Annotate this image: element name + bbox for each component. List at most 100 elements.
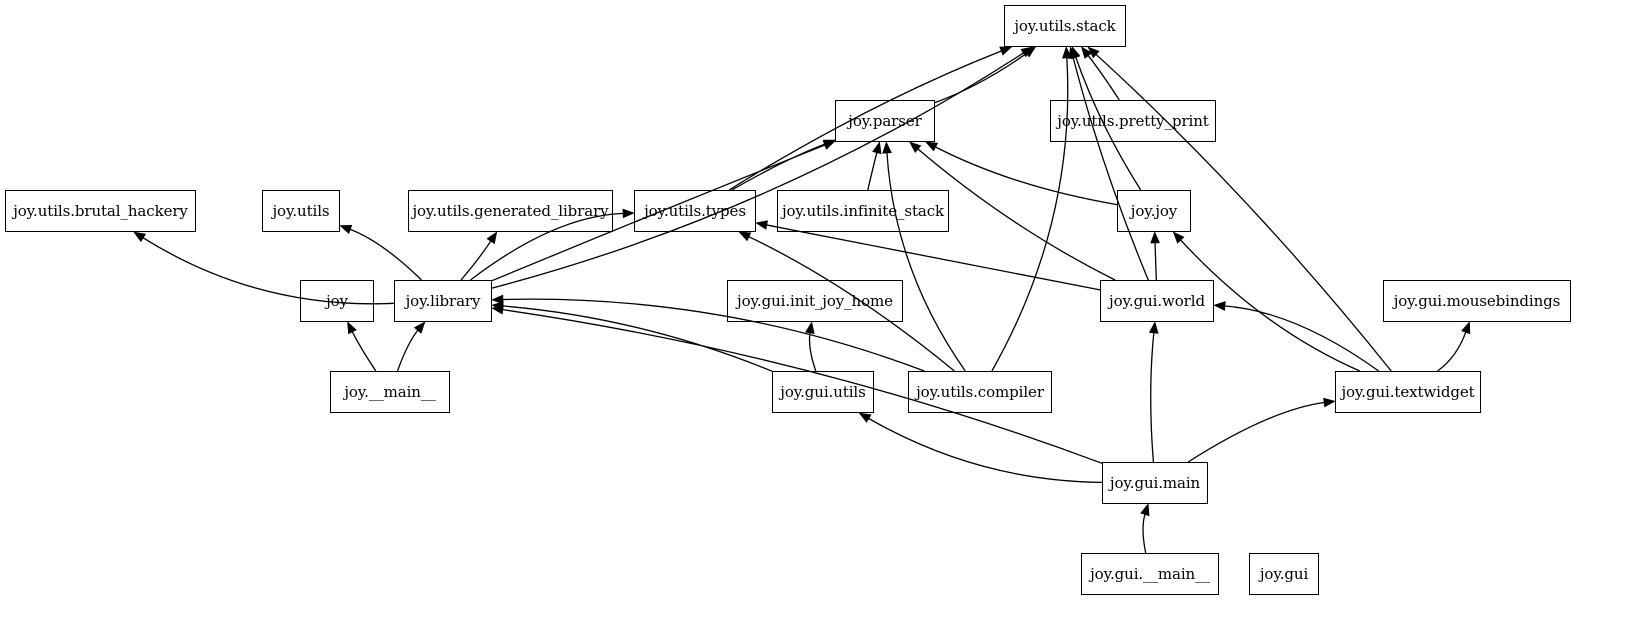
graph-edge-arrowhead-icon [738,231,752,242]
graph-node-label: joy.joy [1130,201,1178,220]
graph-node-label: joy.utils.compiler [916,382,1044,401]
graph-node-label: joy.gui.world [1109,291,1205,310]
graph-edge-joy-utils-compiler-to-joy-parser [886,151,966,372]
graph-edge-arrowhead-icon [347,321,357,335]
graph-edge-arrowhead-icon [925,141,939,152]
graph-node-label: joy.utils [272,201,330,220]
graph-node-joy-utils-compiler[interactable]: joy.utils.compiler [908,371,1052,413]
graph-node-joy-parser[interactable]: joy.parser [835,100,935,142]
graph-edge-arrowhead-icon [1023,46,1037,58]
graph-node-label: joy.parser [848,111,922,130]
graph-edge-arrowhead-icon [1068,46,1078,60]
graph-node-joy-utils-brutal-hackery[interactable]: joy.utils.brutal_hackery [5,190,196,232]
graph-edge-arrowhead-icon [909,141,922,154]
graph-edge-arrowhead-icon [805,321,815,334]
graph-node-label: joy.gui.utils [780,382,866,401]
graph-edge-joy-utils-infinite-stack-to-joy-parser [867,151,878,191]
graph-node-label: joy [326,291,348,310]
graph-edge-joy-library-to-joy-utils-generated-library [460,239,492,281]
graph-edge-arrowhead-icon [872,141,882,155]
graph-edge-joy-main--to-joy-library [396,329,419,372]
graph-edge-joy-gui-utils-to-joy-gui-init-joy-home [808,331,817,372]
graph-edge-arrowhead-icon [1172,231,1185,244]
graph-edge-arrowhead-icon [486,231,498,245]
graph-edge-joy-library-to-joy-utils-stack [491,51,1025,289]
graph-node-label: joy.utils.brutal_hackery [13,201,188,220]
graph-node-label: joy.utils.stack [1014,16,1116,35]
graph-node-label: joy.gui.textwidget [1341,382,1475,401]
graph-edge-joy-gui-main-to-joy-gui-utils [867,417,1103,484]
graph-edge-arrowhead-icon [999,46,1013,56]
graph-node-joy-gui-main-[interactable]: joy.gui.__main__ [1081,553,1219,595]
graph-node-joy-gui-main[interactable]: joy.gui.main [1102,462,1208,504]
graph-node-label: joy.utils.types [644,201,746,220]
graph-edge-joy-joy-to-joy-parser [934,145,1118,206]
edges-group [133,46,1471,554]
graph-edge-joy-gui-main-to-joy-gui-textwidget [1187,401,1326,463]
graph-edge-joy-utils-types-to-joy-parser [731,143,827,191]
graph-edge-joy-utils-compiler-to-joy-utils-types [747,235,955,372]
graph-node-joy-gui-mousebindings[interactable]: joy.gui.mousebindings [1383,280,1571,322]
graph-edge-arrowhead-icon [491,294,504,305]
graph-edge-joy-gui-textwidget-to-joy-utils-stack [1094,53,1392,372]
graph-edge-joy-joy-to-joy-utils-stack [1074,56,1142,191]
graph-edge-joy-main--to-joy [351,330,377,372]
graph-edge-joy-gui-main-to-joy-library [501,308,1103,464]
graph-edge-joy-gui-main-to-joy-gui-world [1150,331,1155,463]
graph-node-joy-gui-textwidget[interactable]: joy.gui.textwidget [1335,371,1481,413]
graph-edge-joy-library-to-joy-utils [349,228,422,281]
graph-edge-joy-gui-textwidget-to-joy-joy [1179,238,1361,372]
graph-node-label: joy.gui [1259,564,1309,583]
graph-edge-joy-gui-world-to-joy-utils-types [765,224,1101,291]
graph-edge-joy-utils-types-to-joy-utils-stack [728,49,1003,191]
graph-edge-joy-library-to-joy-parser [491,144,827,282]
graph-node-label: joy.gui.main [1109,473,1201,492]
graph-edge-arrowhead-icon [822,139,836,149]
graph-edge-joy-gui-textwidget-to-joy-gui-mousebindings [1437,331,1467,372]
graph-edge-arrowhead-icon [1461,321,1471,335]
graph-node-joy-utils-infinite-stack[interactable]: joy.utils.infinite_stack [777,190,949,232]
graph-edge-arrowhead-icon [882,141,892,154]
graph-node-label: joy.library [405,291,481,310]
graph-node-joy-gui[interactable]: joy.gui [1249,553,1319,595]
graph-edge-joy-utils-compiler-to-joy-utils-stack [991,56,1069,372]
graph-edge-arrowhead-icon [1213,301,1226,311]
graph-node-joy-joy[interactable]: joy.joy [1117,190,1191,232]
graph-node-joy-gui-utils[interactable]: joy.gui.utils [772,371,874,413]
graph-node-joy-utils[interactable]: joy.utils [262,190,340,232]
graph-edge-arrowhead-icon [133,231,147,243]
graph-edge-arrowhead-icon [1087,46,1100,59]
graph-node-joy-utils-pretty-print[interactable]: joy.utils.pretty_print [1050,100,1216,142]
graph-node-label: joy.__main__ [344,382,436,401]
graph-edge-arrowhead-icon [1062,46,1072,59]
graph-node-label: joy.gui.mousebindings [1393,291,1561,310]
graph-edge-joy-gui-world-to-joy-parser [916,147,1116,281]
graph-edge-arrowhead-icon [1148,321,1159,334]
graph-node-joy-library[interactable]: joy.library [394,280,492,322]
graph-node-label: joy.utils.generated_library [412,201,609,220]
graph-node-label: joy.gui.__main__ [1090,564,1210,583]
graph-edge-joy-gui-textwidget-to-joy-gui-world [1223,305,1380,372]
graph-edge-joy-utils-pretty-print-to-joy-utils-stack [1087,54,1120,101]
graph-edge-arrowhead-icon [622,208,635,219]
graph-node-joy[interactable]: joy [300,280,374,322]
graph-edge-arrowhead-icon [755,220,768,230]
graph-edge-arrowhead-icon [1140,503,1150,517]
graph-edge-joy-parser-to-joy-utils-stack [934,52,1028,104]
graph-node-joy-main-[interactable]: joy.__main__ [330,371,450,413]
graph-edge-arrowhead-icon [858,412,872,423]
graph-node-joy-gui-init-joy-home[interactable]: joy.gui.init_joy_home [727,280,903,322]
graph-node-joy-gui-world[interactable]: joy.gui.world [1100,280,1214,322]
graph-node-label: joy.utils.pretty_print [1057,111,1209,130]
graph-edge-arrowhead-icon [1081,46,1093,59]
graph-node-joy-utils-types[interactable]: joy.utils.types [634,190,756,232]
graph-edge-joy-gui-utils-to-joy-library [501,305,773,372]
graph-node-joy-utils-stack[interactable]: joy.utils.stack [1004,5,1126,47]
graph-edge-joy-gui-main--to-joy-gui-main [1142,513,1147,554]
graph-edge-arrowhead-icon [339,224,353,235]
graph-edge-arrowhead-icon [413,321,426,334]
graph-edge-joy-gui-world-to-joy-utils-stack [1072,56,1149,281]
graph-node-joy-utils-generated-library[interactable]: joy.utils.generated_library [408,190,613,232]
graph-node-label: joy.gui.init_joy_home [737,291,893,310]
